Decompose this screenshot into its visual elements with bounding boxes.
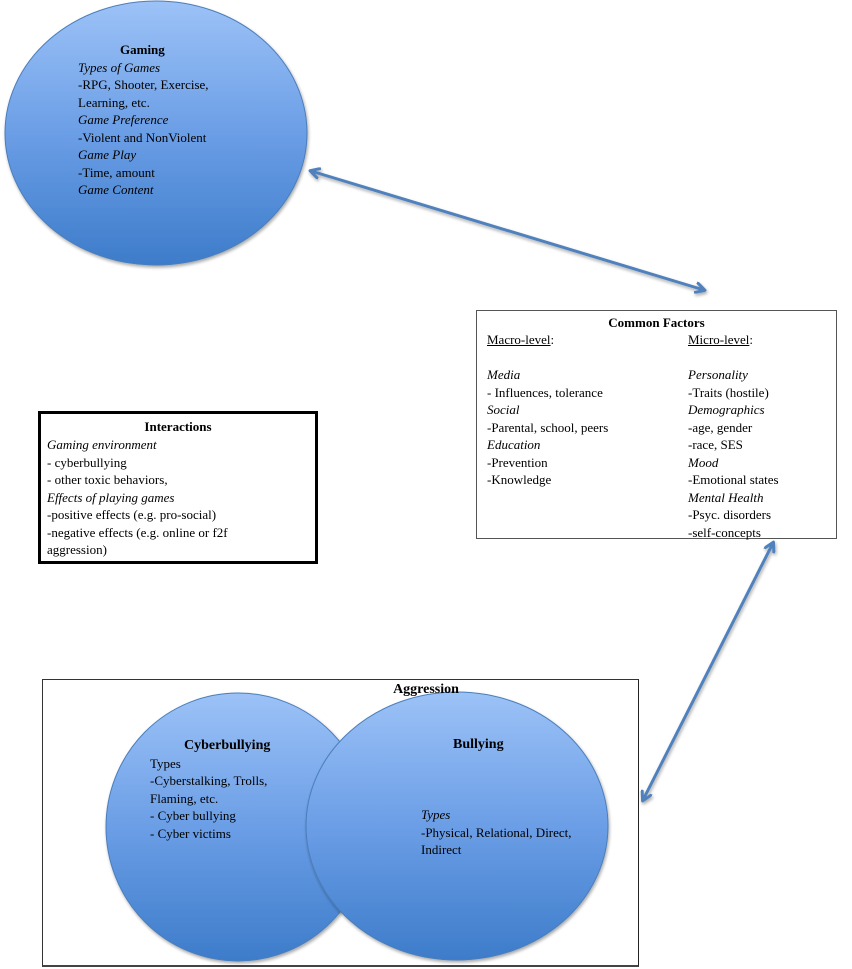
text-line: -Parental, school, peers bbox=[487, 419, 609, 435]
aggression-title: Aggression bbox=[393, 682, 459, 697]
text-line: Mental Health bbox=[688, 489, 764, 505]
text-line: Gaming environment bbox=[47, 437, 157, 452]
text-line: Game Play bbox=[78, 147, 137, 162]
text-line: - Influences, tolerance bbox=[487, 384, 603, 400]
gaming-circle bbox=[4, 0, 308, 266]
text-line bbox=[421, 754, 572, 772]
text-line: aggression) bbox=[47, 542, 107, 557]
interactions-box: Interactions Gaming environment - cyberbu… bbox=[38, 411, 318, 564]
text-line bbox=[688, 349, 779, 367]
aggression-box bbox=[42, 679, 639, 967]
text-line: Indirect bbox=[421, 842, 462, 857]
text-line: - other toxic behaviors, bbox=[47, 472, 168, 487]
text-line: Social bbox=[487, 402, 520, 417]
text-line: -Prevention bbox=[487, 454, 548, 470]
text-line: - Cyber victims bbox=[150, 825, 231, 841]
text-line: - cyberbullying bbox=[47, 454, 127, 470]
micro-level-lines: Personality -Traits (hostile) Demographics… bbox=[688, 349, 779, 542]
text-line bbox=[421, 771, 572, 789]
interactions-title: Interactions bbox=[144, 419, 212, 434]
text-line bbox=[487, 349, 608, 367]
text-line: Effects of playing games bbox=[47, 489, 175, 505]
text-line: Types bbox=[150, 755, 181, 771]
interactions-lines: Gaming environment - cyberbullying - other… bbox=[47, 436, 228, 559]
text-line: Flaming, etc. bbox=[150, 790, 219, 806]
text-line: Game Preference bbox=[78, 112, 169, 127]
cyberbullying-title: Cyberbullying bbox=[184, 738, 271, 753]
text-line: -Violent and NonViolent bbox=[78, 129, 207, 145]
gaming-title: Gaming bbox=[120, 42, 165, 57]
text-line: Demographics bbox=[688, 402, 765, 417]
arrow-gaming-common-factors bbox=[311, 171, 704, 290]
text-line: Learning, etc. bbox=[78, 94, 150, 110]
text-line: Types of Games bbox=[78, 59, 161, 75]
text-line bbox=[421, 789, 572, 807]
text-line: -Cyberstalking, Trolls, bbox=[150, 773, 268, 788]
text-line: -Knowledge bbox=[487, 472, 552, 487]
text-line: Game Content bbox=[78, 182, 154, 197]
text-line: -Physical, Relational, Direct, bbox=[421, 824, 572, 840]
cyberbullying-lines: Types -Cyberstalking, Trolls, Flaming, etc… bbox=[150, 755, 270, 843]
text-line: -Traits (hostile) bbox=[688, 384, 769, 400]
text-line: -Time, amount bbox=[78, 164, 155, 180]
text-line: -negative effects (e.g. online or f2f bbox=[47, 524, 228, 540]
text-line: -positive effects (e.g. pro-social) bbox=[47, 507, 217, 522]
text-line: Personality bbox=[688, 367, 748, 382]
text-line: Types bbox=[421, 807, 451, 822]
bullying-lines: Types -Physical, Relational, Direct, Indir… bbox=[421, 754, 572, 859]
text-line: -age, gender bbox=[688, 419, 753, 435]
text-line: -race, SES bbox=[688, 437, 743, 452]
macro-level-heading: Macro-level: bbox=[487, 332, 555, 347]
macro-level-column: Macro-level: Media - Influences, toleranc… bbox=[487, 331, 608, 489]
text-line: Mood bbox=[688, 454, 719, 470]
text-line: -Psyc. disorders bbox=[688, 507, 772, 522]
common-factors-box: Common Factors Macro-level: Media - Influ… bbox=[476, 310, 837, 541]
text-line: Education bbox=[487, 437, 541, 452]
arrow-common-factors-aggression bbox=[643, 543, 773, 800]
text-line: -Emotional states bbox=[688, 472, 779, 487]
text-line: - Cyber bullying bbox=[150, 808, 236, 823]
micro-level-heading: Micro-level: bbox=[688, 332, 753, 347]
bullying-circle bbox=[305, 691, 609, 961]
text-line: -RPG, Shooter, Exercise, bbox=[78, 77, 209, 92]
gaming-lines: Types of Games -RPG, Shooter, Exercise, Le… bbox=[78, 59, 209, 199]
text-line: Media bbox=[487, 367, 521, 382]
bullying-node: Bullying Types -Physical, Relational, Dir… bbox=[421, 736, 572, 859]
gaming-node: Gaming Types of Games -RPG, Shooter, Exer… bbox=[78, 41, 209, 199]
common-factors-title: Common Factors bbox=[608, 315, 705, 330]
micro-level-column: Micro-level: Personality -Traits (hostile… bbox=[688, 331, 779, 541]
bullying-title: Bullying bbox=[453, 737, 504, 752]
text-line: -self-concepts bbox=[688, 524, 761, 540]
cyberbullying-node: Cyberbullying Types -Cyberstalking, Troll… bbox=[150, 737, 270, 842]
